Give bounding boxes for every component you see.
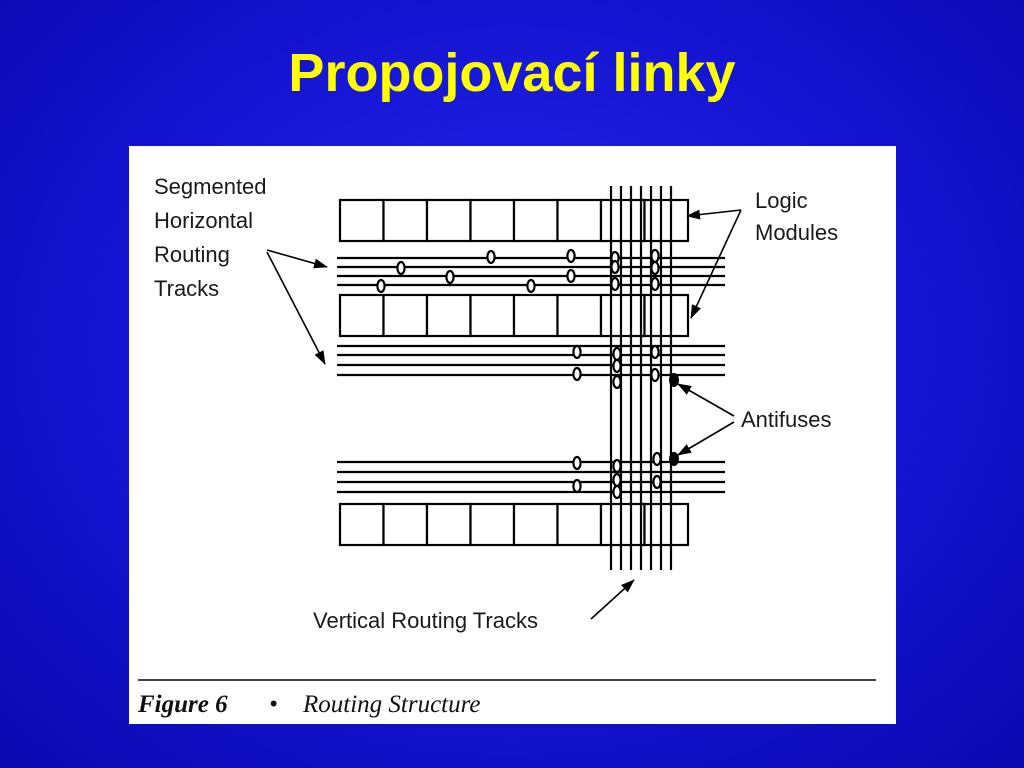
antifuse <box>650 276 660 292</box>
logic-module-cell <box>599 198 646 243</box>
logic-module-cell <box>469 502 516 547</box>
antifuse <box>612 346 622 362</box>
logic-module-cell <box>556 293 603 338</box>
antifuse <box>650 344 660 360</box>
arrow-antifuse-top <box>677 383 735 417</box>
horizontal-routing-tracks <box>337 256 725 494</box>
logic-module-rows <box>338 198 690 547</box>
antifuse-programmed <box>669 452 679 466</box>
figure-caption: Figure 6 • Routing Structure <box>137 691 481 718</box>
callout-arrows <box>266 209 742 620</box>
arrow-logic-bottom <box>690 209 742 319</box>
label-vertical-tracks: Vertical Routing Tracks <box>313 608 538 633</box>
logic-module-cell <box>512 293 559 338</box>
label-segmented-1: Segmented <box>154 174 267 199</box>
antifuse <box>572 366 582 382</box>
logic-module-cell <box>469 293 516 338</box>
antifuse <box>610 259 620 275</box>
antifuse <box>572 478 582 494</box>
logic-module-cell <box>425 293 472 338</box>
antifuse <box>566 248 576 264</box>
logic-module-cell <box>338 502 385 547</box>
antifuse <box>650 367 660 383</box>
logic-module-cell <box>425 198 472 243</box>
logic-module-cell <box>469 198 516 243</box>
caption-bullet: • <box>269 691 278 718</box>
arrow-antifuse-bottom <box>677 421 735 456</box>
routing-diagram: Segmented Horizontal Routing Tracks Logi… <box>137 174 876 718</box>
slide-title: Propojovací linky <box>288 43 736 103</box>
antifuse <box>572 455 582 471</box>
antifuse <box>612 358 622 374</box>
label-logic-2: Modules <box>755 220 838 245</box>
caption-figure-number: Figure 6 <box>137 691 228 718</box>
antifuse <box>612 374 622 390</box>
antifuse <box>376 278 386 294</box>
logic-module-cell <box>599 293 646 338</box>
logic-module-cell <box>382 502 429 547</box>
logic-module-cell <box>338 198 385 243</box>
logic-module-cell <box>382 198 429 243</box>
label-logic-1: Logic <box>755 188 808 213</box>
antifuse <box>612 458 622 474</box>
logic-module-cell <box>425 502 472 547</box>
label-segmented-2: Horizontal <box>154 208 253 233</box>
antifuse <box>396 260 406 276</box>
antifuse <box>612 484 622 500</box>
antifuse <box>652 474 662 490</box>
logic-module-cell <box>556 198 603 243</box>
logic-module-cell <box>338 293 385 338</box>
arrow-segmented-bottom <box>266 251 326 365</box>
arrow-vertical <box>590 579 635 620</box>
logic-module-cell <box>512 502 559 547</box>
antifuse <box>572 344 582 360</box>
antifuse <box>445 269 455 285</box>
antifuse-programmed <box>669 373 679 387</box>
antifuse <box>526 278 536 294</box>
logic-module-cell <box>599 502 646 547</box>
antifuse <box>650 260 660 276</box>
antifuse <box>486 249 496 265</box>
arrow-segmented-top <box>266 249 328 269</box>
logic-module-cell <box>382 293 429 338</box>
antifuse <box>566 268 576 284</box>
logic-module-cell <box>556 502 603 547</box>
logic-module-cell <box>512 198 559 243</box>
arrow-logic-top <box>686 209 742 220</box>
label-antifuses: Antifuses <box>741 407 832 432</box>
antifuse-group <box>376 248 679 500</box>
label-segmented-3: Routing <box>154 242 230 267</box>
caption-text: Routing Structure <box>302 691 481 718</box>
antifuse <box>652 451 662 467</box>
routing-structure-figure: Segmented Horizontal Routing Tracks Logi… <box>129 146 896 724</box>
antifuse <box>610 276 620 292</box>
antifuse <box>612 472 622 488</box>
label-segmented-4: Tracks <box>154 276 219 301</box>
antifuse <box>650 248 660 264</box>
